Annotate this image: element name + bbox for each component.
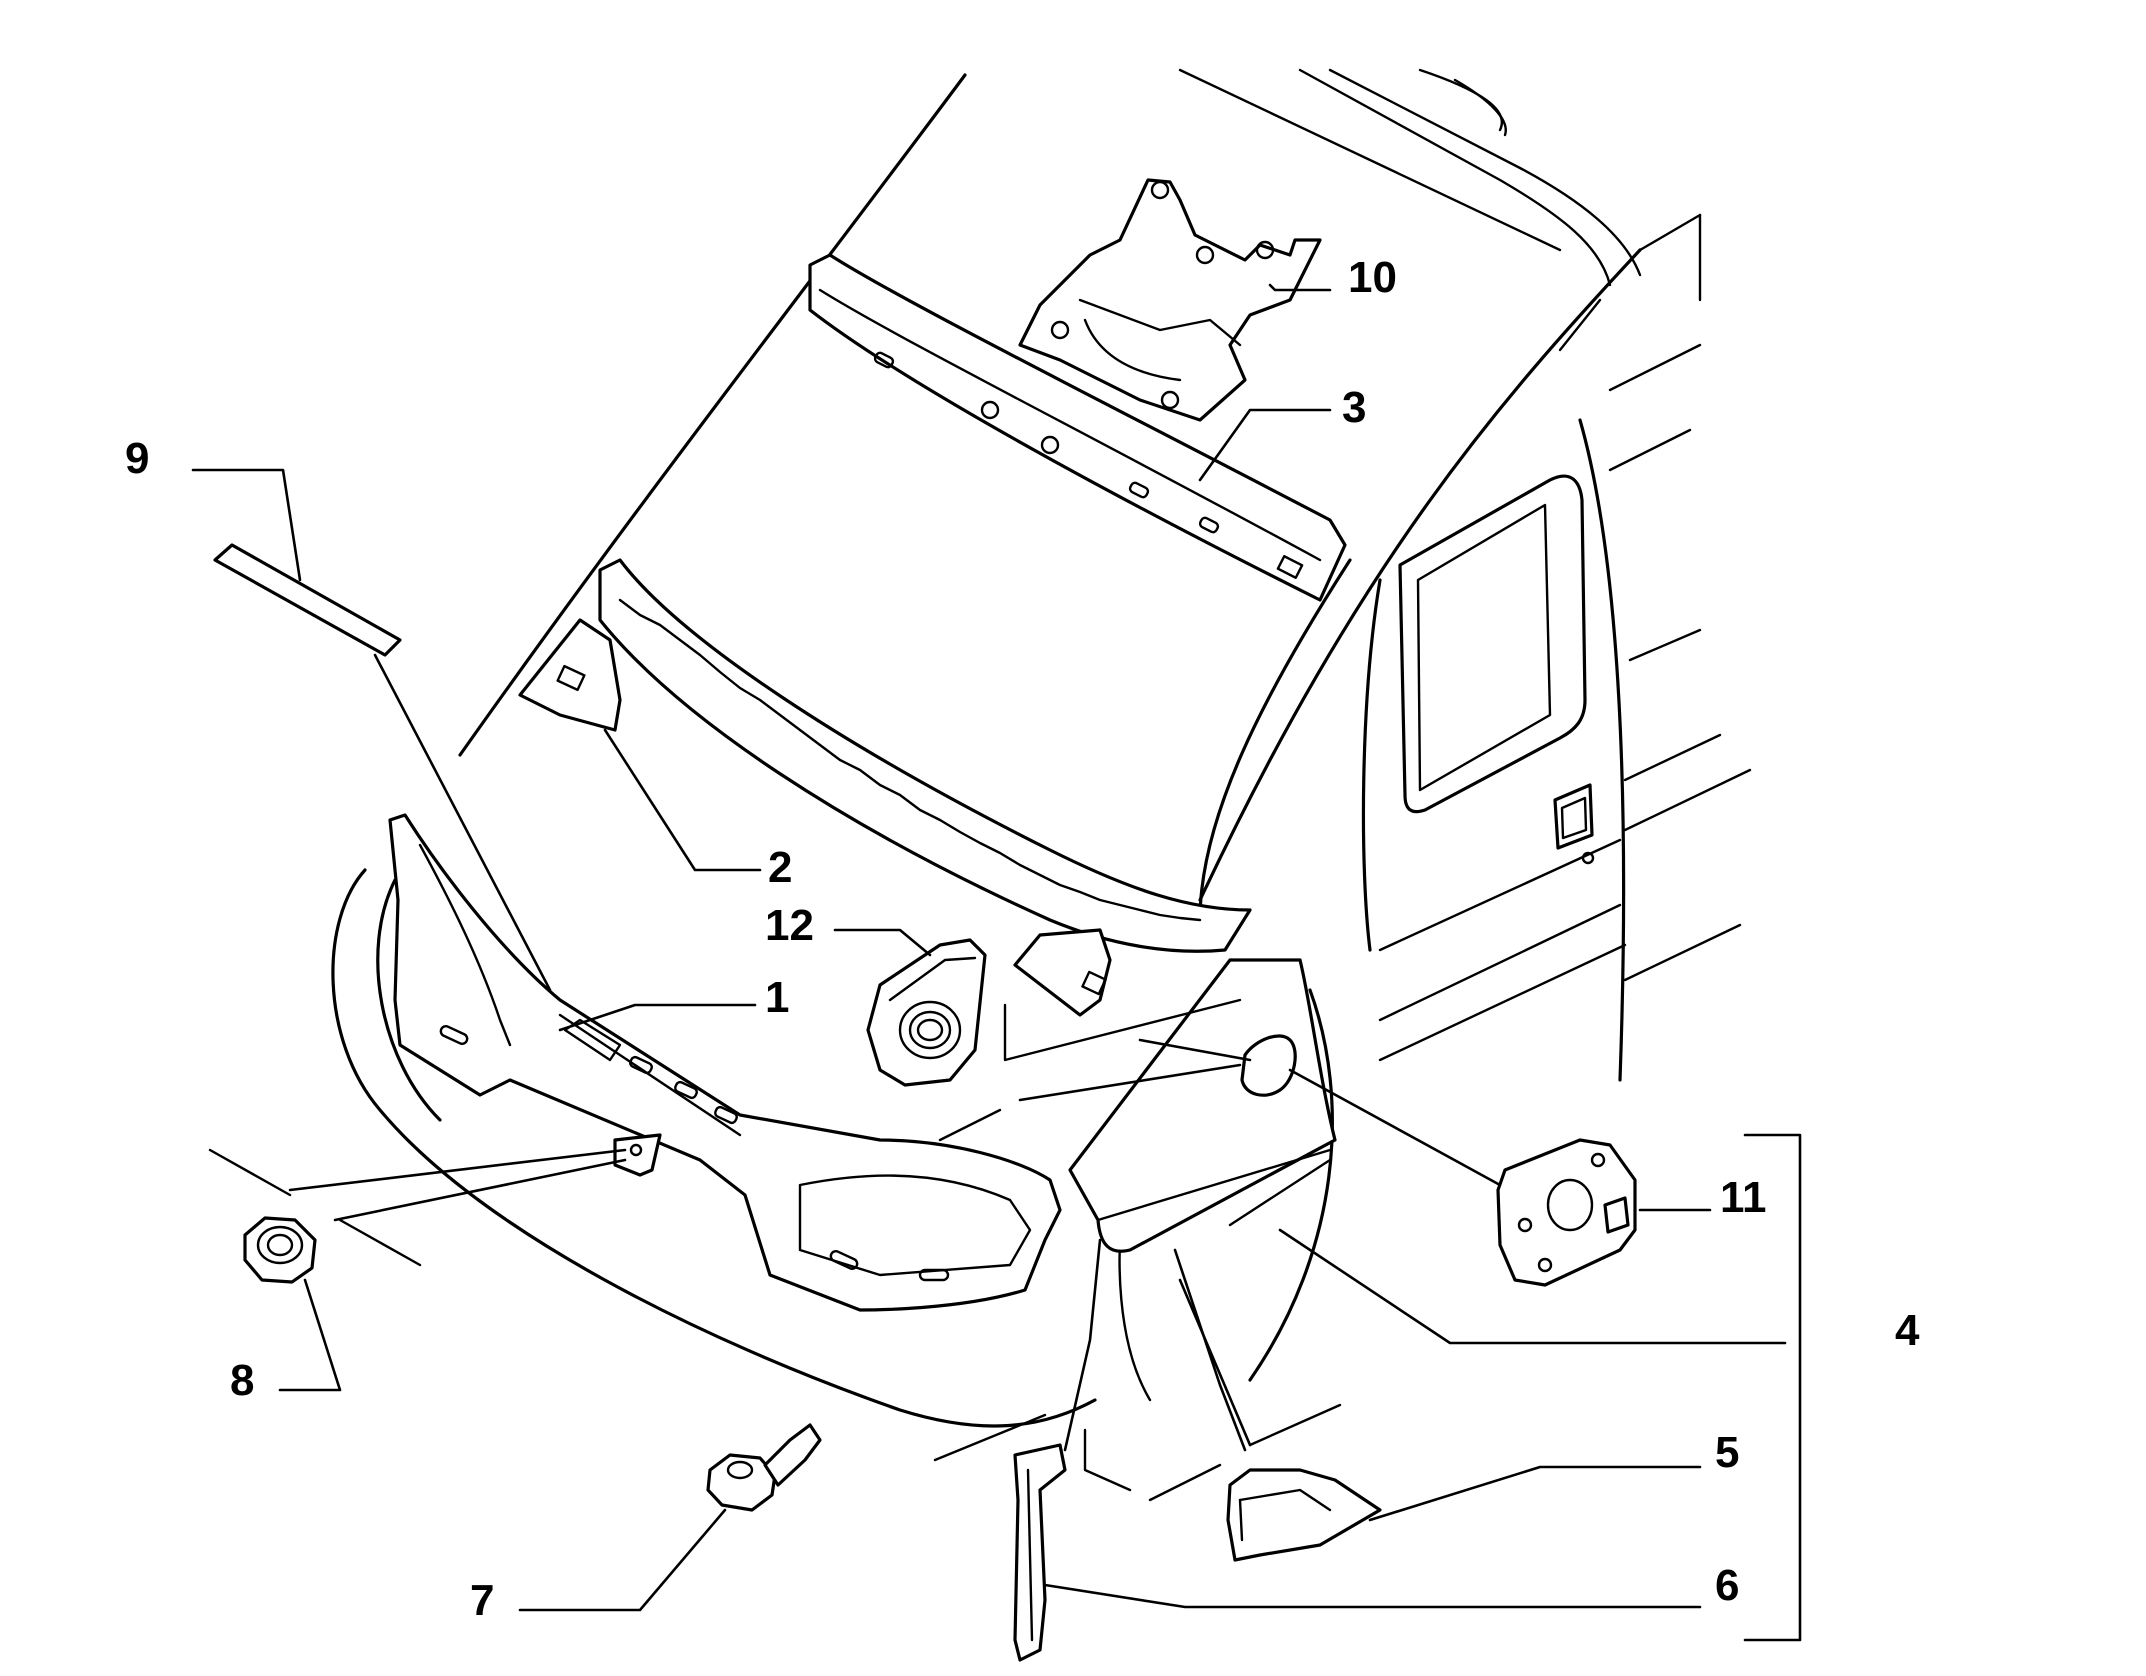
callout-5: 5 — [1715, 1428, 1739, 1477]
callout-2: 2 — [768, 843, 792, 892]
callout-labels: 9 10 3 2 12 1 11 4 8 5 6 7 — [125, 253, 1920, 1625]
part-7-bolt — [706, 1423, 822, 1512]
part-9-strip — [213, 543, 402, 657]
part-5-bracket — [1226, 1468, 1382, 1562]
callout-8: 8 — [230, 1356, 254, 1405]
part-12-cap — [866, 938, 987, 1087]
leader-lines — [191, 283, 1802, 1642]
part-2-scuttle-panel — [518, 558, 1252, 1017]
callout-4: 4 — [1895, 1306, 1920, 1355]
callout-11: 11 — [1720, 1173, 1767, 1222]
part-3-upper-crossmember — [808, 253, 1347, 602]
part-8-nut — [243, 1216, 317, 1284]
callout-9: 9 — [125, 434, 149, 483]
part-1-front-crossmember — [388, 813, 1062, 1312]
callout-3: 3 — [1342, 383, 1366, 432]
part-10-roof-plate — [1018, 178, 1322, 422]
callout-6: 6 — [1715, 1561, 1739, 1610]
callout-1: 1 — [765, 973, 789, 1022]
part-6-pillar-bracket — [1013, 1443, 1067, 1662]
part-11-bracket — [1496, 1138, 1637, 1287]
van-body-outline — [208, 68, 1752, 1502]
callout-10: 10 — [1348, 253, 1397, 302]
callout-7: 7 — [470, 1576, 494, 1625]
callout-12: 12 — [765, 901, 814, 950]
